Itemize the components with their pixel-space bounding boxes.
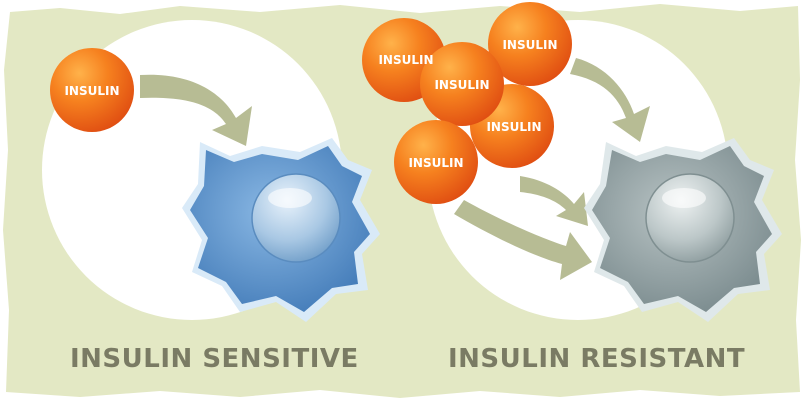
insulin-label-right-1: INSULIN [378,53,433,67]
insulin-resistant-caption: INSULIN RESISTANT [448,344,746,374]
insulin-label-right-5: INSULIN [408,156,463,170]
insulin-ball-right-3 [420,42,504,126]
insulin-ball-left [50,48,134,132]
insulin-label-left: INSULIN [64,84,119,98]
right-arrow-bottom [454,200,592,280]
insulin-ball-right-2 [488,2,572,86]
blue-cell-icon [182,138,380,322]
insulin-ball-right-5 [394,120,478,204]
right-arrow-top [570,58,650,142]
insulin-label-right-2: INSULIN [502,38,557,52]
right-arrow-middle [520,176,588,226]
insulin-label-right-3: INSULIN [434,78,489,92]
gray-cell-icon [584,138,782,322]
insulin-label-right-4: INSULIN [486,120,541,134]
left-arrow [140,74,252,146]
insulin-sensitive-caption: INSULIN SENSITIVE [70,344,359,374]
